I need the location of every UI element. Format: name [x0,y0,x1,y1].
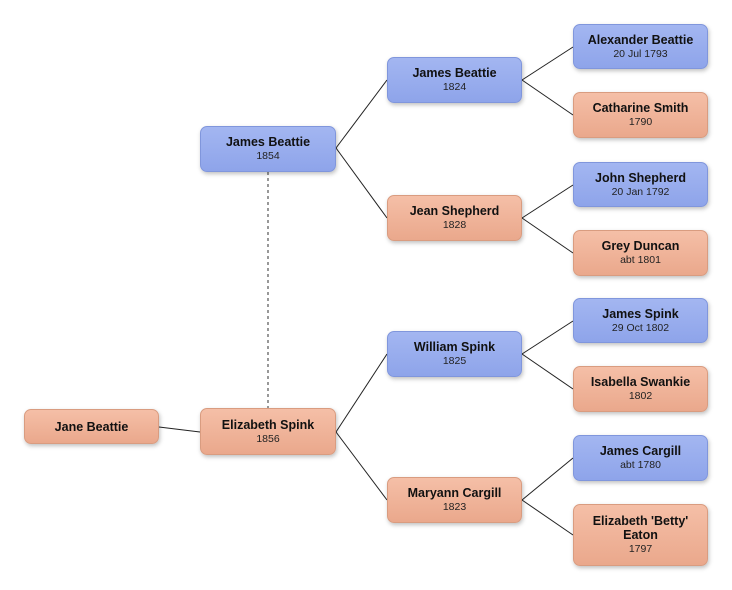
person-node-father[interactable]: James Beattie 1854 [200,126,336,172]
person-date: 1802 [628,390,653,402]
person-name: John Shepherd [595,170,686,185]
person-node-mff[interactable]: James Spink 29 Oct 1802 [573,298,708,343]
person-name: Jean Shepherd [409,204,500,218]
connector-line [521,353,574,390]
connector-line [521,457,574,501]
person-node-ffm[interactable]: Catharine Smith 1790 [573,92,708,138]
person-name: Alexander Beattie [587,32,694,47]
person-date: 20 Jul 1793 [613,47,668,60]
connector-line [335,79,388,149]
person-date: 1854 [256,150,280,162]
person-name: James Beattie [412,66,497,80]
connector-line [158,426,201,433]
person-date: 1797 [628,543,653,555]
person-name: James Spink [602,306,679,321]
person-name: Jane Beattie [54,419,129,434]
person-name: William Spink [413,340,496,354]
person-date: 1828 [442,219,467,231]
person-name: James Cargill [599,444,682,458]
person-date: 29 Oct 1802 [611,321,670,334]
person-name: Elizabeth Spink [221,417,315,432]
person-node-mfm[interactable]: Isabella Swankie 1802 [573,366,708,412]
person-date: 20 Jan 1792 [611,185,670,198]
connector-line [335,353,388,433]
person-date: 1856 [256,432,280,445]
connector-line [521,46,574,81]
connector-line [521,79,574,116]
person-node-fmf[interactable]: John Shepherd 20 Jan 1792 [573,162,708,207]
person-node-jane-beattie[interactable]: Jane Beattie [24,409,159,444]
person-name: Maryann Cargill [407,486,502,500]
connector-line [521,499,574,536]
person-node-maternal-grandfather[interactable]: William Spink 1825 [387,331,522,377]
person-date: 1824 [442,81,467,93]
person-name: Elizabeth 'Betty' Eaton [592,514,689,542]
connector-line [335,147,388,219]
person-date: 1790 [628,116,653,128]
person-node-mother[interactable]: Elizabeth Spink 1856 [200,408,336,455]
person-node-fmm[interactable]: Grey Duncan abt 1801 [573,230,708,276]
connector-line [335,431,388,501]
person-name: Grey Duncan [601,239,680,253]
person-name: James Beattie [225,135,311,149]
person-node-mmm[interactable]: Elizabeth 'Betty' Eaton 1797 [573,504,708,566]
person-date: 1825 [442,355,467,367]
connector-line [521,217,574,254]
person-node-paternal-grandfather[interactable]: James Beattie 1824 [387,57,522,103]
person-name: Catharine Smith [592,101,689,115]
person-node-maternal-grandmother[interactable]: Maryann Cargill 1823 [387,477,522,523]
person-date: 1823 [442,501,467,513]
person-name: Isabella Swankie [590,375,691,389]
connector-line [521,184,574,219]
person-date: abt 1780 [620,459,661,471]
person-node-fff[interactable]: Alexander Beattie 20 Jul 1793 [573,24,708,69]
person-node-paternal-grandmother[interactable]: Jean Shepherd 1828 [387,195,522,241]
person-date: abt 1801 [620,254,661,266]
connector-line [521,320,574,355]
person-node-mmf[interactable]: James Cargill abt 1780 [573,435,708,481]
